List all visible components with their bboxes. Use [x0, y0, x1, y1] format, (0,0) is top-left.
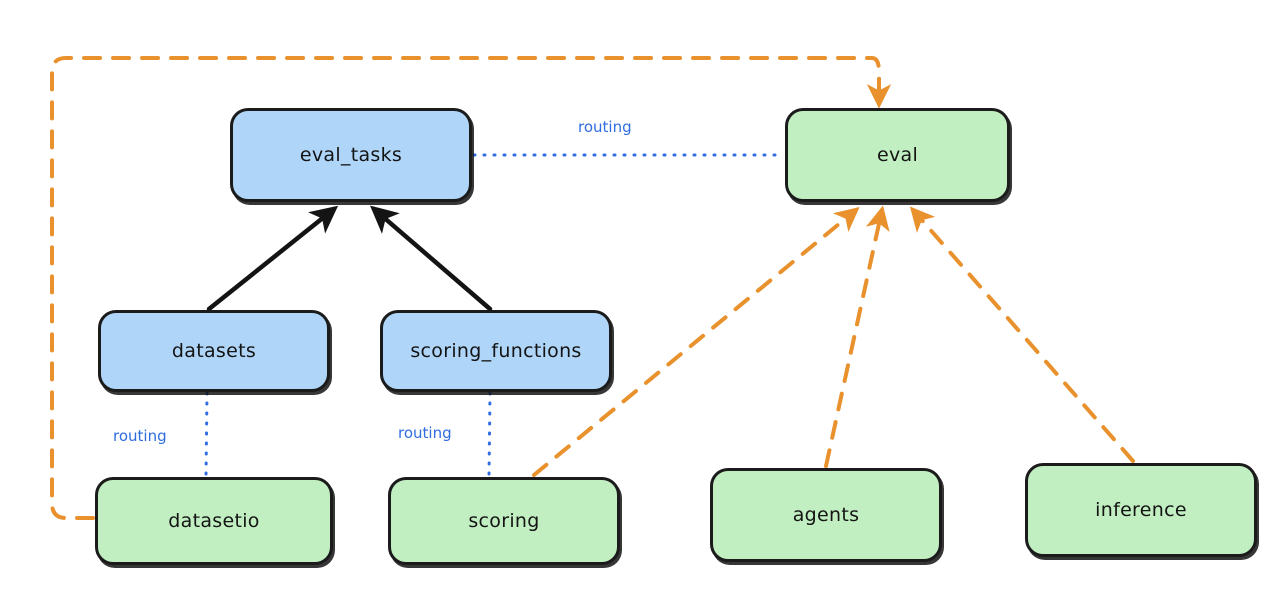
- node-label: agents: [792, 503, 860, 526]
- node-label: eval_tasks: [299, 143, 403, 166]
- edge-scoring-functions-to-scoring: [487, 391, 492, 478]
- node-label: scoring_functions: [410, 339, 582, 362]
- node-label: datasetio: [168, 509, 260, 532]
- edge-label-routing-scoring-functions: routing: [398, 424, 452, 442]
- edge-datasets-to-eval-tasks: [206, 205, 339, 312]
- edge-datasetio-to-eval: [50, 56, 892, 520]
- node-label: eval: [876, 143, 919, 166]
- node-datasets[interactable]: datasets: [98, 310, 330, 392]
- edge-label-routing-eval-tasks: routing: [578, 118, 632, 136]
- node-eval[interactable]: eval: [785, 108, 1010, 202]
- node-agents[interactable]: agents: [710, 468, 942, 562]
- node-scoring[interactable]: scoring: [388, 477, 620, 565]
- node-inference[interactable]: inference: [1025, 463, 1257, 557]
- edge-agents-to-eval: [824, 205, 890, 468]
- edge-datasets-to-datasetio: [204, 391, 209, 478]
- node-datasetio[interactable]: datasetio: [95, 477, 333, 565]
- edge-scoring-to-eval: [532, 207, 860, 477]
- edge-inference-to-eval: [909, 206, 1135, 463]
- node-scoring-functions[interactable]: scoring_functions: [380, 310, 612, 392]
- node-eval-tasks[interactable]: eval_tasks: [230, 108, 472, 202]
- node-label: scoring: [468, 509, 540, 532]
- edge-label-routing-datasets: routing: [113, 427, 167, 445]
- edge-scoring-functions-to-eval-tasks: [370, 205, 493, 312]
- node-label: inference: [1095, 498, 1187, 521]
- node-label: datasets: [171, 339, 257, 362]
